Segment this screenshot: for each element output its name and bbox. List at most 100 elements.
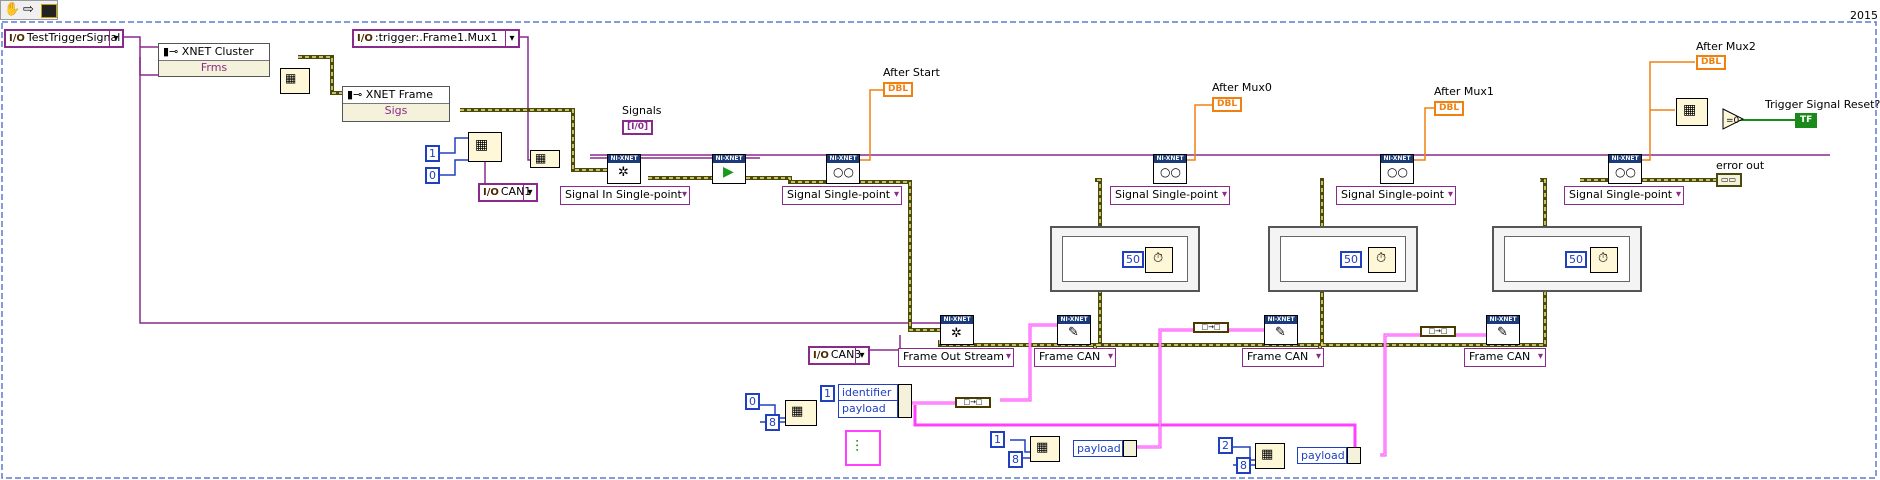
stopwatch-icon: ⏱ xyxy=(1598,251,1609,266)
read-after-mux0-mode[interactable]: Signal Single-point xyxy=(1110,186,1230,205)
glasses-icon: ○○ xyxy=(833,165,854,179)
hand-tool-icon[interactable]: ✋ xyxy=(4,2,21,17)
io-name-icon: I/O xyxy=(357,33,373,44)
wait-ms-constant-2[interactable]: 50 xyxy=(1340,251,1362,268)
glasses-icon: ○○ xyxy=(1615,165,1636,179)
after-start-label: After Start xyxy=(883,66,940,79)
after-mux2-label: After Mux2 xyxy=(1696,40,1756,53)
index-array-node-2[interactable]: ▦ xyxy=(468,132,502,162)
xnet-read-after-start[interactable]: NI-XNET○○ xyxy=(826,154,860,184)
after-mux2-indicator: DBL xyxy=(1696,55,1727,70)
bundle-field-payload: payload xyxy=(1077,442,1121,455)
xnet-create-session-frame-out[interactable]: NI-XNET✲ xyxy=(940,315,974,345)
xnet-read-after-mux1[interactable]: NI-XNET○○ xyxy=(1380,154,1414,184)
mux2-value-constant[interactable]: 2 xyxy=(1218,437,1233,454)
initialize-array-node-2[interactable]: ▦ xyxy=(1030,436,1060,462)
signal-in-single-point-selector[interactable]: Signal In Single-point xyxy=(560,186,690,205)
write-frame-3-mode[interactable]: Frame CAN xyxy=(1464,348,1546,367)
play-icon: ▶ xyxy=(723,164,734,180)
mux1-size-constant[interactable]: 8 xyxy=(1008,451,1023,468)
after-mux0-label: After Mux0 xyxy=(1212,81,1272,94)
initialize-array-node-1[interactable]: ▦ xyxy=(785,400,817,426)
xnet-write-frame-3[interactable]: NI-XNET✎ xyxy=(1486,315,1520,345)
stopwatch-icon: ⏱ xyxy=(1153,251,1164,266)
arrow-tool-icon[interactable]: ⇨ xyxy=(23,2,34,17)
read-after-mux1-mode[interactable]: Signal Single-point xyxy=(1336,186,1456,205)
array-icon: ▦ xyxy=(1036,440,1049,455)
init-size-constant[interactable]: 8 xyxy=(765,414,780,431)
mux1-value-constant[interactable]: 1 xyxy=(990,431,1005,448)
mux2-size-constant[interactable]: 8 xyxy=(1236,457,1251,474)
signals-label: Signals xyxy=(622,104,662,117)
frame-type-constant[interactable]: ⫶ xyxy=(845,430,881,466)
property-node-icon: ▮⊸ xyxy=(347,88,366,101)
trigger-frame-mux-control[interactable]: I/O:trigger:.Frame1.Mux1 xyxy=(352,29,520,48)
wait-ms-node-3[interactable]: ⏱ xyxy=(1590,247,1618,273)
glasses-icon: ○○ xyxy=(1387,165,1408,179)
property-node-icon: ▮⊸ xyxy=(163,45,182,58)
after-start-indicator: DBL xyxy=(883,82,914,97)
after-mux0-indicator: DBL xyxy=(1212,97,1243,112)
after-mux1-indicator: DBL xyxy=(1434,101,1465,116)
dbl-wires xyxy=(855,61,1695,161)
glasses-icon: ○○ xyxy=(1160,165,1181,179)
xnet-start-node[interactable]: NI-XNET▶ xyxy=(712,154,746,184)
bundle-field-identifier: identifier xyxy=(839,385,897,401)
xnet-create-session-signal-in[interactable]: NI-XNET✲ xyxy=(607,154,641,184)
wait-ms-node-2[interactable]: ⏱ xyxy=(1368,247,1396,273)
diagram-frame xyxy=(1,21,1877,479)
sigs-property: Sigs xyxy=(384,104,408,117)
write-frame-1-mode[interactable]: Frame CAN xyxy=(1034,348,1116,367)
version-label: 2015 xyxy=(1850,9,1878,22)
error-out-indicator: ▭▭ xyxy=(1716,173,1742,187)
frame-conversion-node-1[interactable]: □→□ xyxy=(955,397,991,408)
init-value-constant[interactable]: 0 xyxy=(745,393,760,410)
initialize-array-node-3[interactable]: ▦ xyxy=(1255,443,1285,469)
xnet-write-frame-1[interactable]: NI-XNET✎ xyxy=(1057,315,1091,345)
write-frame-2-mode[interactable]: Frame CAN xyxy=(1242,348,1324,367)
index-constant-0[interactable]: 0 xyxy=(425,167,440,184)
array-icon: ▦ xyxy=(1683,102,1697,118)
frame-icon: ⫶ xyxy=(855,437,860,456)
frame-conversion-node-2[interactable]: □→□ xyxy=(1193,322,1229,333)
trigger-signal-reset-label: Trigger Signal Reset? xyxy=(1765,98,1880,111)
pencil-icon: ✎ xyxy=(1275,325,1286,340)
run-icon[interactable] xyxy=(41,4,57,18)
read-after-mux2-mode[interactable]: Signal Single-point xyxy=(1564,186,1684,205)
frame-out-stream-selector[interactable]: Frame Out Stream xyxy=(898,348,1014,367)
bundle-payload-mux2[interactable]: payload xyxy=(1297,447,1347,464)
wait-ms-constant-3[interactable]: 50 xyxy=(1565,251,1587,268)
pencil-icon: ✎ xyxy=(1497,325,1508,340)
xnet-read-after-mux2[interactable]: NI-XNET○○ xyxy=(1608,154,1642,184)
wait-ms-node-1[interactable]: ⏱ xyxy=(1145,247,1173,273)
equal-zero-node[interactable]: =0 xyxy=(1722,108,1744,130)
identifier-constant[interactable]: 1 xyxy=(820,385,835,402)
create-session-icon: ✲ xyxy=(951,326,962,341)
bundle-by-name-node[interactable]: identifier payload xyxy=(838,384,898,418)
frame-conversion-node-3[interactable]: □→□ xyxy=(1420,326,1456,337)
diagram-toolbar: ✋ ⇨ xyxy=(0,0,58,20)
after-mux1-label: After Mux1 xyxy=(1434,85,1494,98)
bundle-output-terminal xyxy=(898,384,912,418)
bundle-output-terminal xyxy=(1347,447,1361,464)
io-name-icon: I/O xyxy=(483,187,499,198)
read-after-start-mode[interactable]: Signal Single-point xyxy=(782,186,902,205)
build-array-node[interactable]: ▦ xyxy=(530,150,560,168)
index-array-node[interactable]: ▦ xyxy=(280,68,310,94)
xnet-cluster-property-node[interactable]: ▮⊸ XNET Cluster Frms xyxy=(158,43,270,77)
xnet-frame-property-node[interactable]: ▮⊸ XNET Frame Sigs xyxy=(342,86,450,122)
index-constant-1[interactable]: 1 xyxy=(425,145,440,162)
index-array-node-3[interactable]: ▦ xyxy=(1676,98,1708,126)
wait-ms-constant-1[interactable]: 50 xyxy=(1122,251,1144,268)
array-icon: ▦ xyxy=(475,137,489,153)
bundle-field-payload: payload xyxy=(842,402,886,415)
bundle-payload-mux1[interactable]: payload xyxy=(1073,440,1123,457)
xnet-read-after-mux0[interactable]: NI-XNET○○ xyxy=(1153,154,1187,184)
xnet-write-frame-2[interactable]: NI-XNET✎ xyxy=(1264,315,1298,345)
error-cluster-wires xyxy=(298,55,1720,350)
array-icon: ▦ xyxy=(285,71,297,85)
